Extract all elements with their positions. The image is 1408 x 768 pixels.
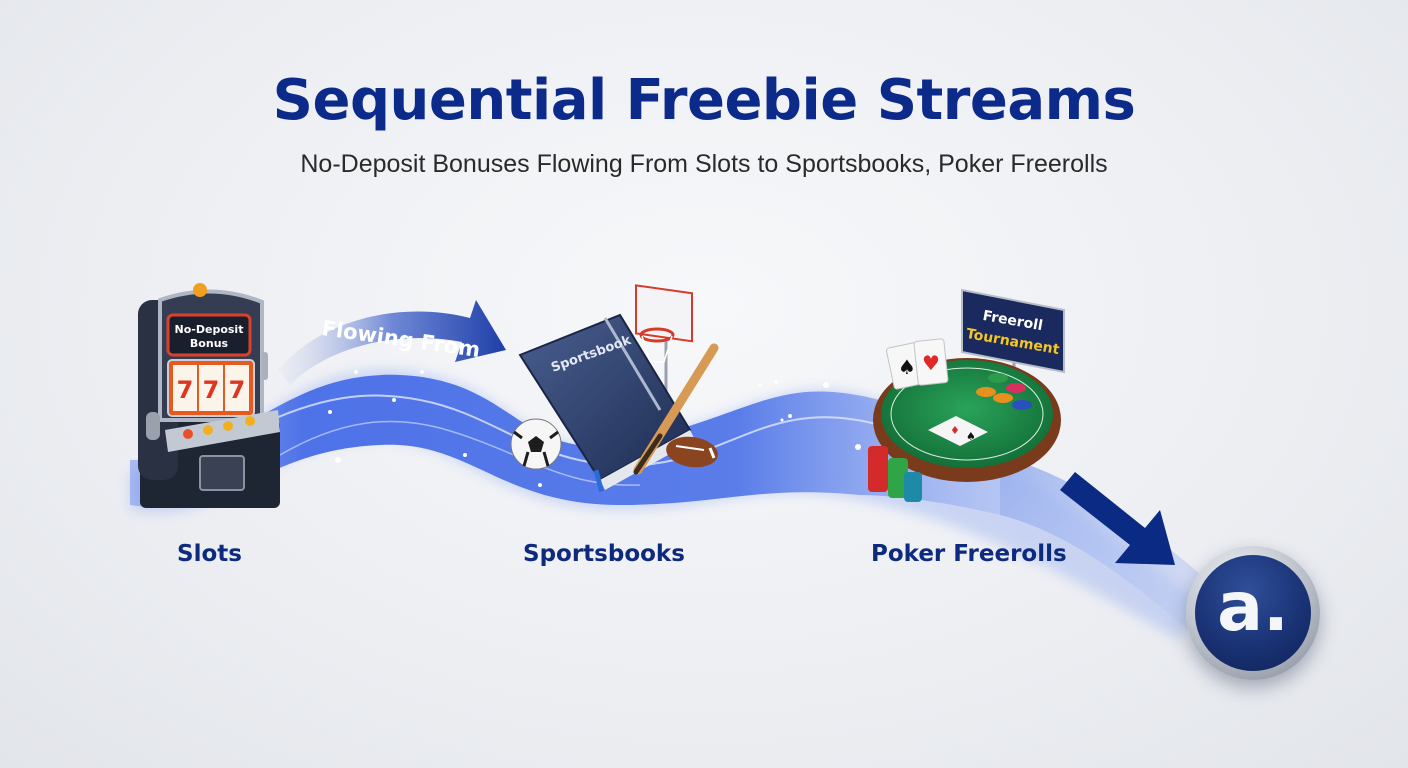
svg-text:Bonus: Bonus — [190, 337, 229, 350]
svg-text:No-Deposit: No-Deposit — [175, 323, 244, 336]
stream-tail — [1000, 455, 1230, 640]
bonus-stream — [130, 374, 1000, 515]
svg-text:7: 7 — [203, 376, 220, 404]
slot-machine-icon: No-Deposit Bonus 7 7 7 — [138, 283, 280, 508]
sportsbook-icon: Sportsbook — [510, 284, 719, 493]
logo-dot: . — [1263, 568, 1289, 647]
poker-table-icon: Freeroll Tournament ♦ ♠ ♠ ♥ — [868, 288, 1065, 502]
page-subtitle: No-Deposit Bonuses Flowing From Slots to… — [300, 150, 1108, 178]
svg-text:♠: ♠ — [966, 430, 976, 443]
logo-mark: a. — [1195, 555, 1311, 671]
stage-label-poker-freerolls: Poker Freerolls — [871, 541, 1067, 567]
down-right-arrow — [1060, 472, 1175, 565]
logo-letter: a — [1217, 568, 1264, 647]
flowing-from-arrow — [278, 300, 506, 385]
svg-text:♥: ♥ — [922, 351, 940, 375]
stage-label-sportsbooks: Sportsbooks — [523, 541, 685, 567]
svg-text:♦: ♦ — [950, 424, 960, 437]
svg-text:7: 7 — [177, 376, 194, 404]
svg-text:7: 7 — [229, 376, 246, 404]
stage-label-slots: Slots — [177, 541, 242, 567]
page-title: Sequential Freebie Streams — [272, 68, 1136, 133]
sparkles — [328, 370, 1082, 499]
svg-text:♠: ♠ — [898, 355, 916, 379]
brand-logo: a. — [1186, 546, 1320, 680]
